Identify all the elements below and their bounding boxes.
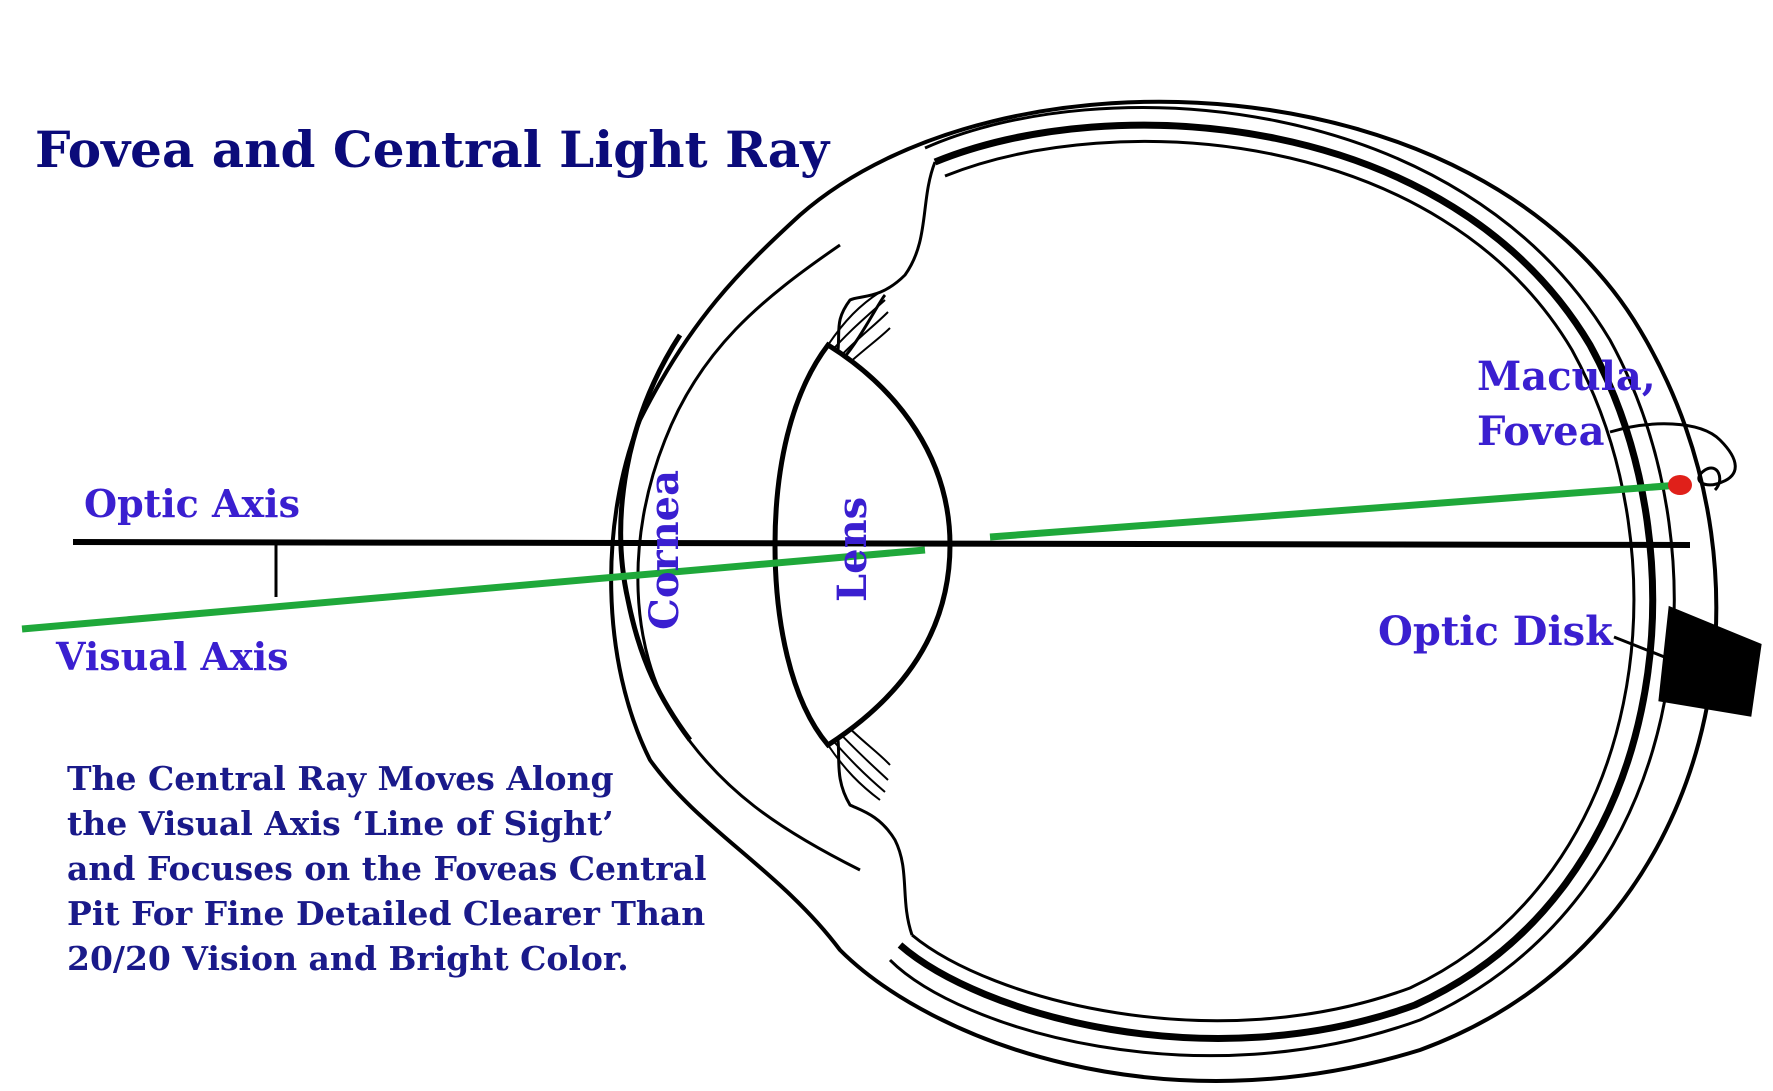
sclera-outer-outline <box>609 99 1719 1083</box>
visual-axis-ray-front <box>21 546 926 633</box>
optic-nerve <box>1658 605 1762 717</box>
visual-axis-ray-back <box>989 481 1681 541</box>
caption-block: The Central Ray Moves Along the Visual A… <box>67 759 707 978</box>
iris-lower <box>836 739 914 936</box>
caption-line: The Central Ray Moves Along <box>67 759 614 798</box>
caption-line: 20/20 Vision and Bright Color. <box>67 939 629 978</box>
fovea-label: Fovea <box>1477 408 1605 455</box>
caption-line: the Visual Axis ‘Line of Sight’ <box>67 804 614 843</box>
macula-pointer-line <box>1609 422 1737 492</box>
visual-axis-label: Visual Axis <box>55 634 289 679</box>
cornea-inner-outline <box>636 243 861 872</box>
optic-axis-label: Optic Axis <box>84 481 300 526</box>
cornea-front-outline <box>618 333 693 742</box>
cornea-label: Cornea <box>641 470 688 630</box>
retina-inner-outline <box>911 139 1636 1023</box>
macula-label: Macula, <box>1477 353 1656 400</box>
retina-outline <box>897 121 1657 1042</box>
optic-axis-line <box>72 539 1691 548</box>
optic-disk-label: Optic Disk <box>1378 608 1614 655</box>
caption-line: and Focuses on the Foveas Central <box>67 849 707 888</box>
caption-line: Pit For Fine Detailed Clearer Than <box>67 894 705 933</box>
optic-disk-pointer-line <box>1613 635 1673 662</box>
diagram-title: Fovea and Central Light Ray <box>35 120 831 179</box>
choroid-outline <box>888 106 1676 1058</box>
lens-label: Lens <box>829 497 876 602</box>
fovea-dot <box>1668 475 1692 495</box>
